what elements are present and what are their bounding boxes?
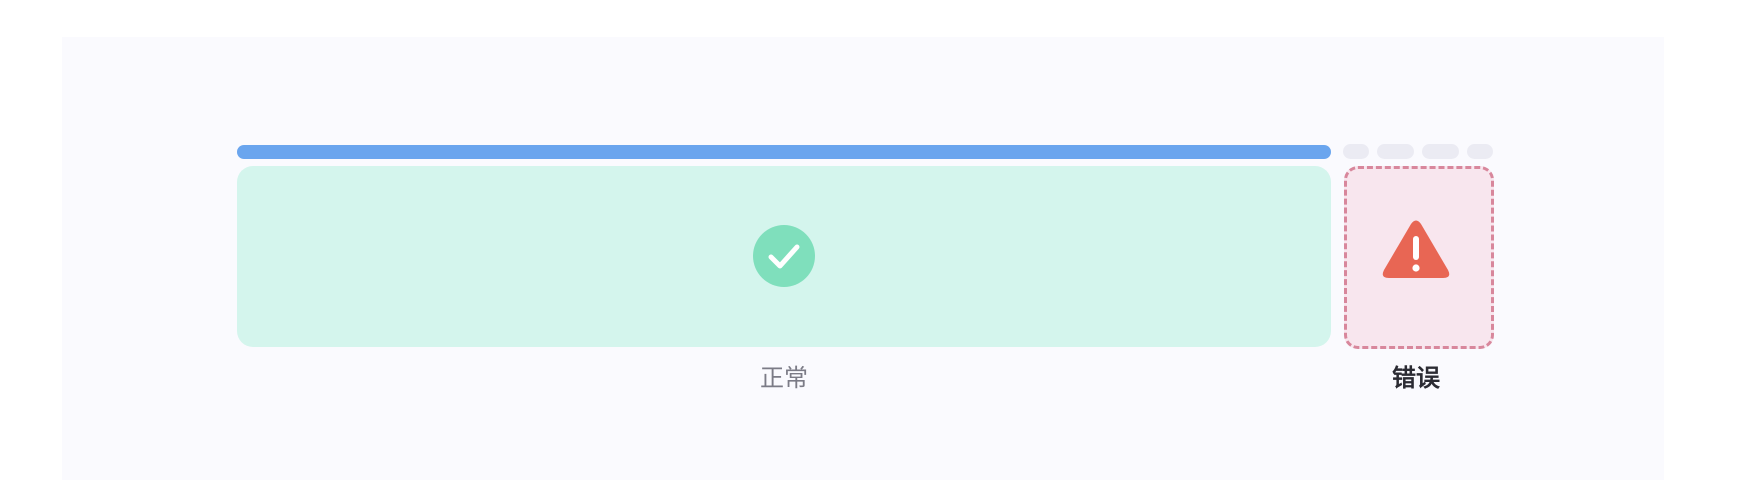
segment-error-label: 错误 [1392,364,1440,392]
progress-bar-completed [237,145,1331,159]
progress-bar-pending-segment [1343,144,1369,159]
progress-bar-pending-segment [1377,144,1414,159]
progress-bar-pending-segment [1422,144,1459,159]
segment-normal-label: 正常 [760,364,808,392]
check-circle-icon [753,225,815,287]
progress-bar-pending-segment [1467,144,1493,159]
warning-triangle-icon [1380,218,1452,284]
segment-error[interactable] [1344,166,1494,349]
